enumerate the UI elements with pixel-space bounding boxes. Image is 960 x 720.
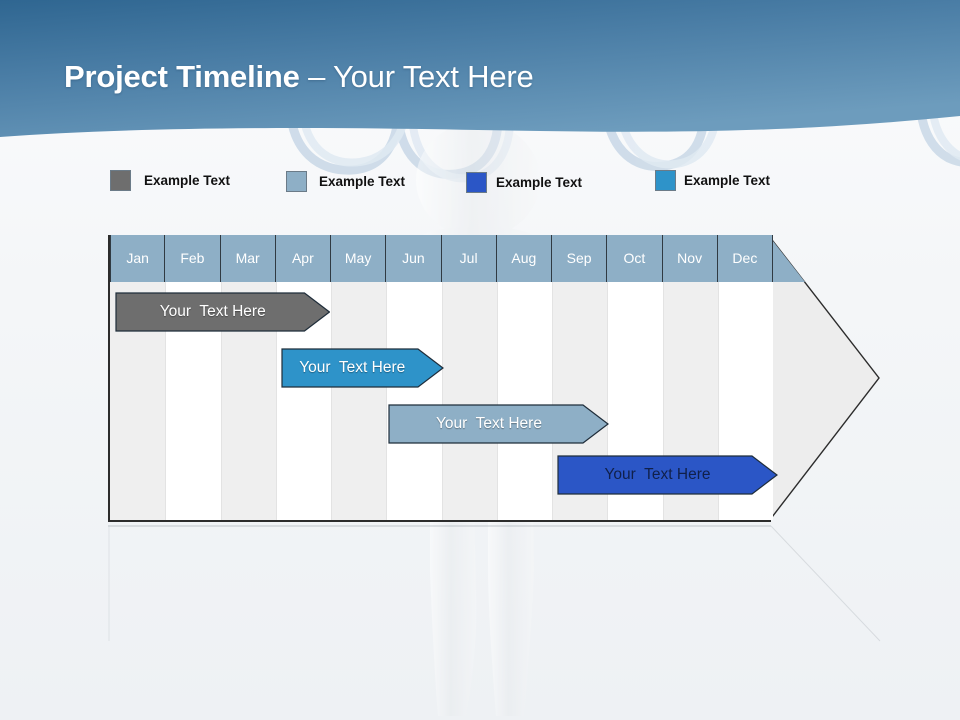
month-header-sep[interactable]: Sep: [552, 235, 608, 282]
timeline-bar-3[interactable]: Your Text Here: [388, 404, 610, 444]
legend-swatch-gray: [110, 170, 131, 191]
legend-label-2: Example Text: [319, 174, 406, 189]
timeline-bar-1[interactable]: Your Text Here: [115, 292, 331, 332]
column-separator: [386, 282, 388, 520]
timeline-column-jul: [441, 235, 497, 520]
page-title-strong: Project Timeline: [64, 59, 300, 94]
legend-swatch-steel-blue: [286, 171, 307, 192]
month-header-jul[interactable]: Jul: [441, 235, 497, 282]
month-header-aug[interactable]: Aug: [496, 235, 552, 282]
column-separator: [275, 282, 277, 520]
column-separator: [165, 282, 167, 520]
column-separator: [220, 282, 222, 520]
timeline-column-aug: [496, 235, 552, 520]
page-title-light: – Your Text Here: [299, 59, 534, 94]
month-header-jan[interactable]: Jan: [110, 235, 166, 282]
timeline-bar-shape: [115, 292, 331, 332]
legend-label-3: Example Text: [496, 175, 583, 190]
timeline-bar-shape: [557, 455, 778, 495]
month-header-dec[interactable]: Dec: [717, 235, 773, 282]
timeline-column-jan: [110, 235, 166, 520]
column-separator: [662, 282, 664, 520]
column-separator: [441, 282, 443, 520]
legend-item-2[interactable]: Example Text: [286, 171, 405, 192]
month-header-mar[interactable]: Mar: [220, 235, 276, 282]
column-separator: [331, 282, 332, 520]
legend-label-4: Example Text: [684, 173, 771, 188]
legend-item-3[interactable]: Example Text: [466, 172, 582, 193]
timeline-bar-shape: [388, 404, 610, 444]
month-header-oct[interactable]: Oct: [607, 235, 663, 282]
column-separator: [717, 282, 719, 520]
timeline-bar-4[interactable]: Your Text Here: [557, 455, 778, 495]
timeline-column-feb: [165, 235, 221, 520]
chart-reflection: [108, 525, 881, 642]
month-header-nov[interactable]: Nov: [662, 235, 718, 282]
month-header-jun[interactable]: Jun: [386, 235, 442, 282]
header-banner: [0, 0, 960, 137]
legend-item-1[interactable]: Example Text: [110, 170, 230, 191]
legend-swatch-royal-blue: [466, 172, 487, 193]
timeline-bar-shape: [281, 348, 444, 388]
timeline-arrow-head: [769, 235, 880, 523]
timeline-bar-2[interactable]: Your Text Here: [281, 348, 444, 388]
legend-item-4[interactable]: Example Text: [655, 170, 770, 191]
month-header-feb[interactable]: Feb: [165, 235, 221, 282]
month-header-apr[interactable]: Apr: [275, 235, 331, 282]
column-separator: [496, 282, 498, 520]
column-separator: [607, 282, 609, 520]
legend-swatch-cyan-blue: [655, 170, 676, 191]
column-separator: [552, 282, 553, 520]
month-header-may[interactable]: May: [331, 235, 387, 282]
page-title: Project Timeline – Your Text Here: [64, 57, 534, 97]
legend-label-1: Example Text: [144, 173, 231, 188]
timeline-column-mar: [220, 235, 276, 520]
